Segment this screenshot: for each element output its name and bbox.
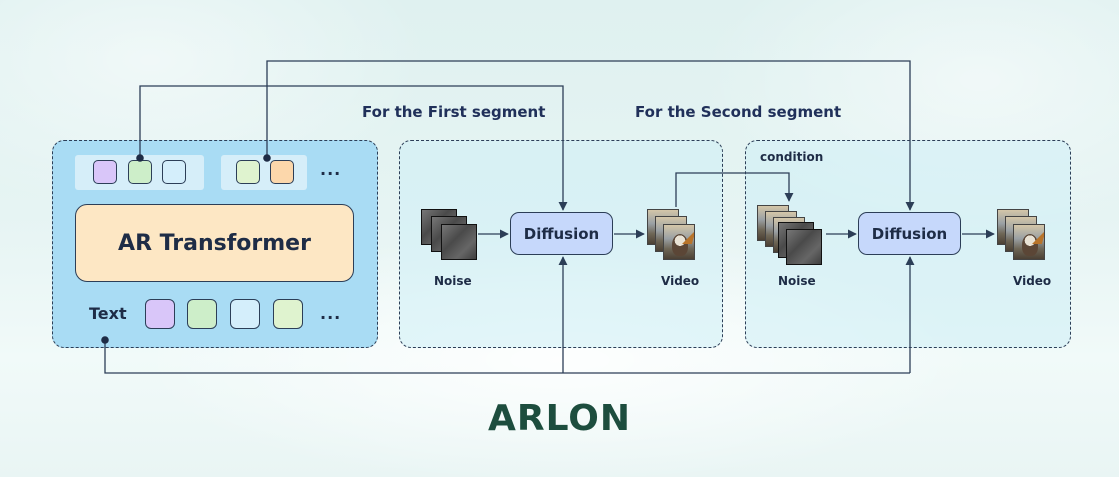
first-video-frame-3: [663, 224, 695, 260]
text-token-purple: [145, 299, 175, 329]
first-segment-title: For the First segment: [362, 103, 546, 121]
arlon-title: ARLON: [488, 398, 631, 439]
token-light-green-dot: [263, 154, 271, 162]
first-noise-label: Noise: [434, 274, 472, 288]
token-blue: [162, 160, 186, 184]
second-segment-title: For the Second segment: [635, 103, 842, 121]
wire-token-to-second-diffusion: [266, 60, 915, 211]
wire-text-bottom: [104, 340, 910, 374]
first-video-label: Video: [661, 274, 700, 288]
noise-frame-3: [441, 224, 477, 260]
condition-label: condition: [760, 150, 824, 164]
text-token-light-green: [273, 299, 303, 329]
first-diffusion-label: Diffusion: [523, 224, 600, 243]
text-token-green: [187, 299, 217, 329]
second-noise-label: Noise: [778, 274, 816, 288]
ar-transformer-label: AR Transformer: [118, 230, 311, 256]
top-ellipsis: ...: [320, 160, 342, 179]
wire-token-to-first-diffusion: [139, 85, 568, 211]
second-noise-frame-2: [786, 229, 822, 265]
first-diffusion-box: Diffusion: [510, 212, 613, 255]
token-purple: [93, 160, 117, 184]
second-video-frame-3: [1013, 224, 1045, 260]
ar-transformer-box: AR Transformer: [75, 204, 354, 282]
second-diffusion-label: Diffusion: [871, 224, 948, 243]
second-diffusion-box: Diffusion: [858, 212, 961, 255]
text-token-blue: [230, 299, 260, 329]
token-light-green: [236, 160, 260, 184]
second-video-label: Video: [1013, 274, 1052, 288]
text-dot: [101, 336, 109, 344]
token-green: [128, 160, 152, 184]
token-green-dot: [136, 154, 144, 162]
bottom-ellipsis: ...: [320, 304, 342, 323]
text-label: Text: [89, 304, 127, 323]
wire-condition: [675, 172, 794, 207]
token-orange: [270, 160, 294, 184]
